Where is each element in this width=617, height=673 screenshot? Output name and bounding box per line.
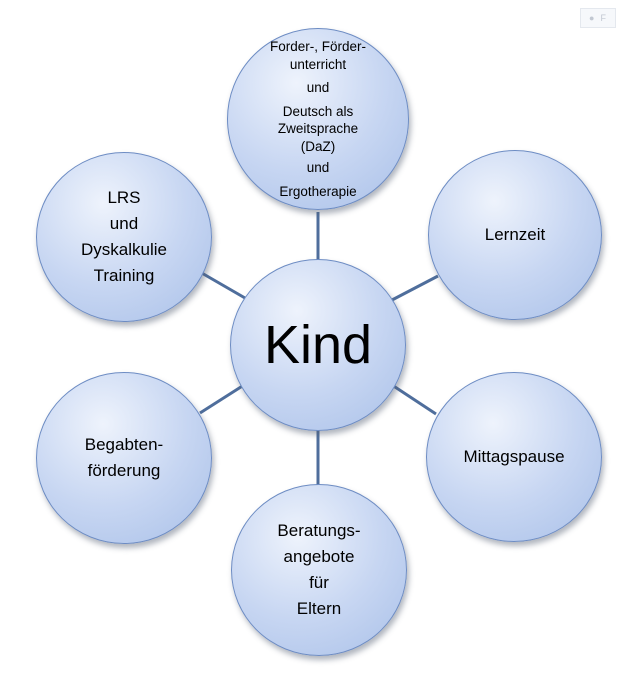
connector-top-right (391, 274, 439, 302)
node-bottom-right: Mittagspause (426, 372, 602, 542)
node-bottom-label: Beratungs- angebote für Eltern (277, 521, 361, 618)
node-bottom-right-label: Mittagspause (463, 447, 565, 466)
node-top: Forder-, Förder- unterricht und Deutsch … (227, 28, 409, 210)
node-bottom-left-label: Begabten- förderung (84, 435, 164, 480)
node-bottom-left: Begabten- förderung (36, 372, 212, 544)
node-bottom: Beratungs- angebote für Eltern (231, 484, 407, 656)
toolbar-mark: F (600, 13, 606, 23)
connector-bottom-left (199, 383, 245, 415)
node-center: Kind (230, 259, 406, 431)
corner-toolbar-widget[interactable]: ● F (580, 8, 616, 28)
connector-top-left (199, 270, 246, 300)
connector-bottom-right (391, 383, 437, 416)
node-top-left: LRS und Dyskalkulie Training (36, 152, 212, 322)
node-top-right: Lernzeit (428, 150, 602, 320)
dot-icon: ● (589, 13, 595, 23)
node-top-right-label: Lernzeit (484, 225, 546, 244)
node-top-label: Forder-, Förder- unterricht und Deutsch … (269, 39, 367, 199)
node-top-left-label: LRS und Dyskalkulie Training (81, 188, 167, 285)
node-center-label: Kind (263, 315, 373, 375)
